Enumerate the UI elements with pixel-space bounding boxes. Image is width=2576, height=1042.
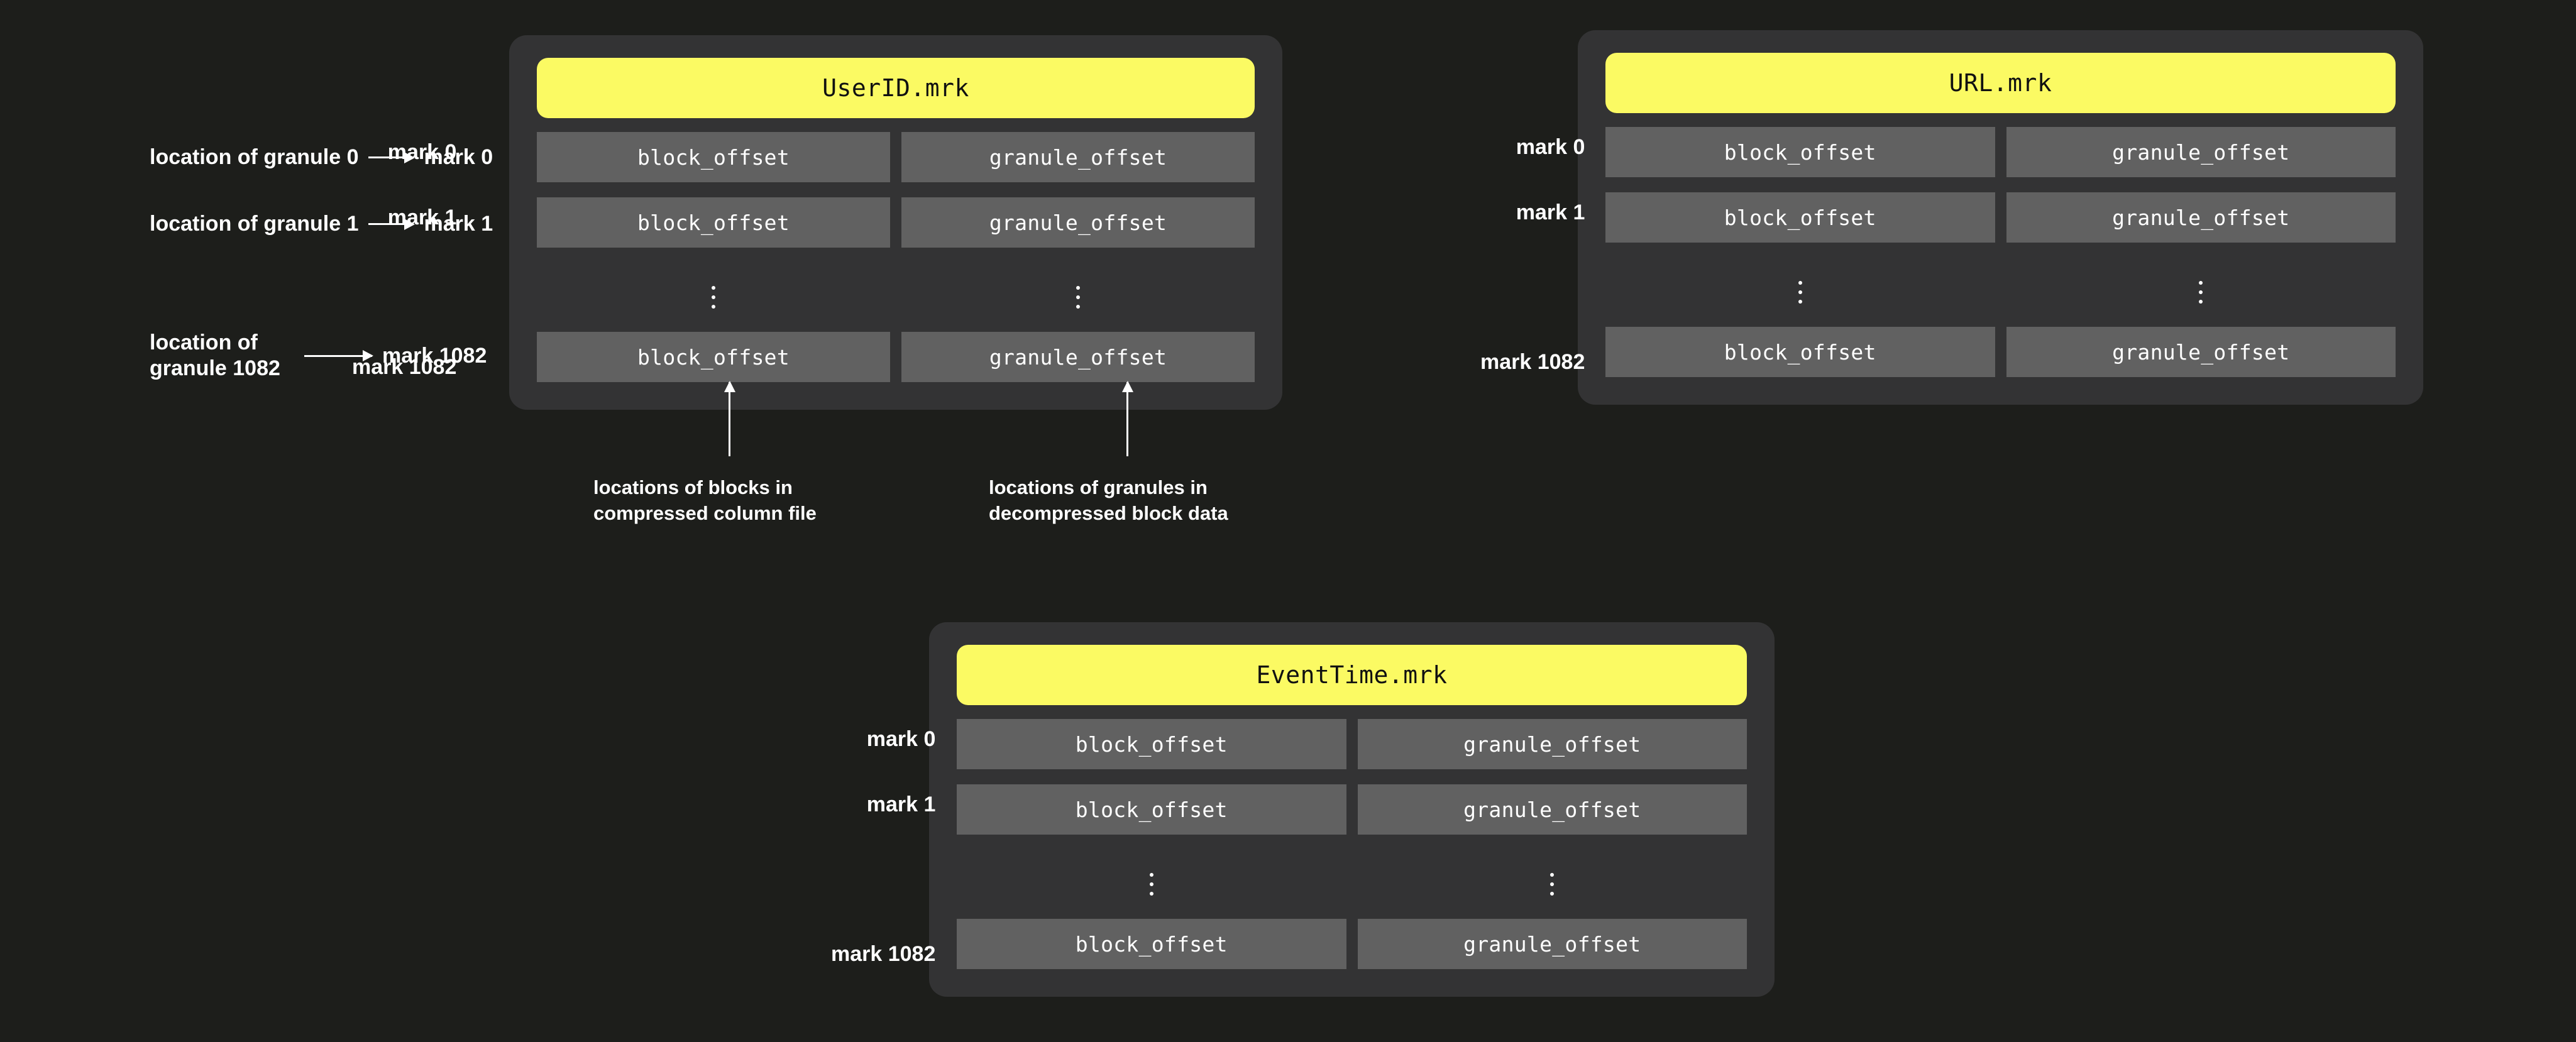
granule-offset-cell: granule_offset	[901, 197, 1255, 248]
ellipsis-row	[957, 850, 1747, 919]
granule-annotation-1082: location of granule 1082 mark 1082	[150, 330, 487, 382]
arrow-right-icon	[304, 354, 372, 357]
arrow-right-icon	[368, 156, 414, 159]
mark-row: block_offset granule_offset	[957, 919, 1747, 969]
block-offset-cell: block_offset	[1605, 127, 1995, 177]
mrk-card-url: URL.mrk block_offset granule_offset bloc…	[1578, 30, 2423, 405]
ellipsis-cell-granule	[1358, 850, 1748, 919]
mark-row: block_offset granule_offset	[1605, 192, 2396, 243]
block-offset-cell: block_offset	[1605, 327, 1995, 377]
granule-annotation-0: location of granule 0 mark 0	[150, 145, 493, 170]
mark-row: block_offset granule_offset	[537, 197, 1255, 248]
mark-label: mark 0	[1516, 134, 1585, 159]
mrk-card-eventtime: EventTime.mrk block_offset granule_offse…	[929, 622, 1775, 997]
mark-rows-eventtime: block_offset granule_offset block_offset…	[957, 719, 1747, 969]
block-offset-cell: block_offset	[537, 197, 890, 248]
mark-row: block_offset granule_offset	[1605, 327, 2396, 377]
arrow-up-icon-block	[729, 382, 730, 456]
mark-rows-url: block_offset granule_offset block_offset…	[1605, 127, 2396, 377]
granule-annotation-1: location of granule 1 mark 1	[150, 211, 493, 237]
granule-annotation-source: location of granule 0	[150, 145, 359, 169]
block-offset-cell: block_offset	[957, 784, 1346, 835]
ellipsis-cell-granule	[901, 263, 1255, 332]
vertical-ellipsis-icon	[1798, 281, 1802, 304]
mrk-card-userid: UserID.mrk block_offset granule_offset b…	[509, 35, 1282, 410]
granule-offset-cell: granule_offset	[2006, 127, 2396, 177]
vertical-ellipsis-icon	[1149, 873, 1153, 896]
mark-rows-userid: block_offset granule_offset block_offset…	[537, 132, 1255, 382]
vertical-ellipsis-icon	[2199, 281, 2203, 304]
ellipsis-cell-granule	[2006, 258, 2396, 327]
mark-label: mark 0	[387, 140, 457, 164]
block-offset-cell: block_offset	[537, 132, 890, 182]
block-offset-cell: block_offset	[537, 332, 890, 382]
mark-row: block_offset granule_offset	[537, 132, 1255, 182]
granule-offset-cell: granule_offset	[901, 132, 1255, 182]
granule-offset-cell: granule_offset	[1357, 919, 1747, 969]
ellipsis-cell-block	[537, 263, 890, 332]
granule-annotation-target: mark 1	[424, 212, 493, 236]
callout-granule-offset: locations of granules in decompressed bl…	[989, 476, 1228, 525]
mark-label: mark 1	[1516, 200, 1585, 224]
mark-label: mark 1082	[831, 941, 936, 966]
arrow-right-icon	[368, 223, 414, 226]
ellipsis-row	[537, 263, 1255, 332]
mark-labels-url: mark 0 mark 1 mark 1082	[1480, 122, 1585, 387]
mark-label: mark 1082	[1480, 349, 1585, 374]
ellipsis-row	[1605, 258, 2396, 327]
mark-row: block_offset granule_offset	[537, 332, 1255, 382]
granule-annotation-source: location of granule 1	[150, 212, 359, 236]
granule-offset-cell: granule_offset	[901, 332, 1255, 382]
granule-offset-cell: granule_offset	[1357, 784, 1747, 835]
vertical-ellipsis-icon	[1550, 873, 1555, 896]
granule-offset-cell: granule_offset	[2006, 192, 2396, 243]
granule-annotation-target: mark 1082	[382, 343, 487, 368]
card-title-userid: UserID.mrk	[537, 58, 1255, 118]
granule-offset-cell: granule_offset	[2006, 327, 2396, 377]
mark-row: block_offset granule_offset	[957, 719, 1747, 769]
ellipsis-cell-block	[957, 850, 1346, 919]
vertical-ellipsis-icon	[712, 286, 715, 309]
mark-row: block_offset granule_offset	[1605, 127, 2396, 177]
block-offset-cell: block_offset	[957, 919, 1346, 969]
mark-label: mark 0	[866, 727, 936, 751]
block-offset-cell: block_offset	[1605, 192, 1995, 243]
block-offset-cell: block_offset	[957, 719, 1346, 769]
granule-annotation-target: mark 0	[424, 145, 493, 169]
vertical-ellipsis-icon	[1076, 286, 1080, 309]
mark-labels-eventtime: mark 0 mark 1 mark 1082	[831, 714, 935, 979]
mark-row: block_offset granule_offset	[957, 784, 1747, 835]
card-title-eventtime: EventTime.mrk	[957, 645, 1747, 705]
card-title-url: URL.mrk	[1605, 53, 2396, 113]
arrow-up-icon-granule	[1126, 382, 1128, 456]
ellipsis-cell-block	[1605, 258, 1995, 327]
mark-label: mark 1	[866, 792, 936, 816]
granule-annotation-source: location of granule 1082	[150, 331, 280, 381]
callout-block-offset: locations of blocks in compressed column…	[593, 476, 817, 525]
granule-offset-cell: granule_offset	[1357, 719, 1747, 769]
